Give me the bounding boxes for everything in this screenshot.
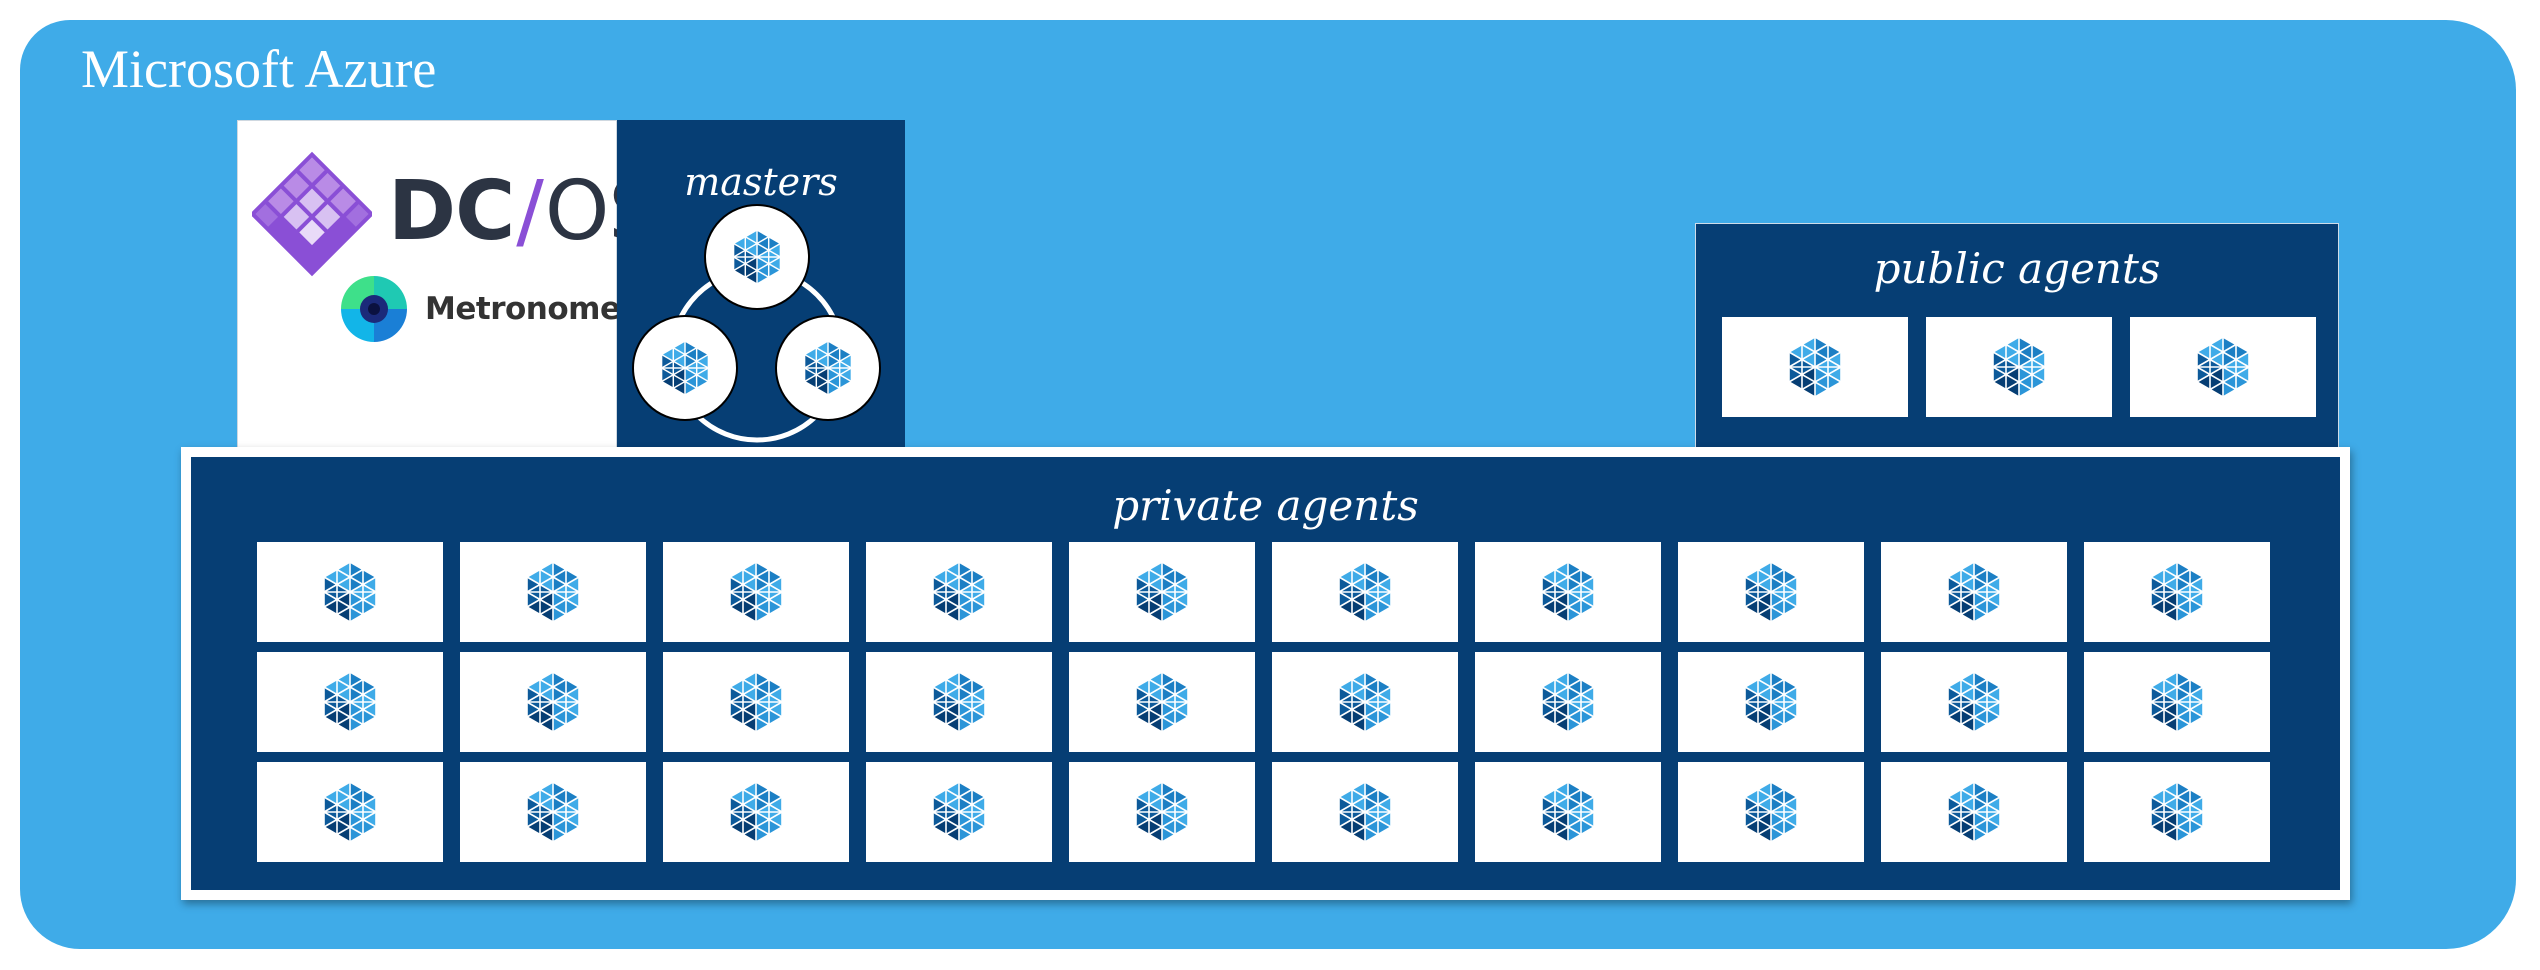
masters-ring (632, 204, 881, 443)
private-agent-node (257, 542, 443, 642)
mesos-node-icon (1541, 781, 1595, 843)
mesos-node-icon (1338, 561, 1392, 623)
private-agent-node (1475, 762, 1661, 862)
mesos-node-icon (526, 561, 580, 623)
mesos-node-icon (1135, 671, 1189, 733)
mesos-node-icon (1135, 781, 1189, 843)
private-agent-node (1881, 542, 2067, 642)
mesos-node-icon (2150, 561, 2204, 623)
private-agent-node (1678, 542, 1864, 642)
private-agents-panel: private agents (191, 457, 2340, 890)
mesos-node-icon (1744, 781, 1798, 843)
master-node (775, 315, 881, 421)
public-agent-node (1926, 317, 2112, 417)
mesos-node-icon (1992, 336, 2046, 398)
mesos-node-icon (1744, 671, 1798, 733)
private-agent-node (1272, 652, 1458, 752)
mesos-node-icon (2150, 781, 2204, 843)
mesos-node-icon (323, 671, 377, 733)
private-agent-node (1881, 652, 2067, 752)
master-node (704, 204, 810, 310)
mesos-node-icon (932, 671, 986, 733)
private-agent-node (1069, 542, 1255, 642)
private-agent-node (257, 652, 443, 752)
mesos-node-icon (932, 561, 986, 623)
mesos-node-icon (1135, 561, 1189, 623)
dcos-logo-icon (252, 151, 372, 277)
private-agent-node (2084, 652, 2270, 752)
mesos-node-icon (932, 781, 986, 843)
private-agent-node (1881, 762, 2067, 862)
private-agent-node (866, 762, 1052, 862)
private-agent-node (663, 542, 849, 642)
mesos-node-icon (729, 671, 783, 733)
private-agent-node (2084, 542, 2270, 642)
mesos-node-icon (1947, 671, 2001, 733)
mesos-node-icon (1338, 671, 1392, 733)
mesos-node-icon (1744, 561, 1798, 623)
private-agents-frame: private agents (181, 447, 2350, 900)
metronome-logo-text: Metronome (425, 291, 621, 327)
mesos-node-icon (323, 781, 377, 843)
private-agents-title: private agents (1112, 481, 1419, 530)
azure-title: Microsoft Azure (81, 39, 437, 99)
metronome-logo-icon (341, 276, 407, 342)
private-agents-grid (257, 542, 2270, 862)
masters-title: masters (684, 160, 838, 204)
private-agent-node (460, 542, 646, 642)
private-agent-node (2084, 762, 2270, 862)
masters-panel: masters (617, 120, 905, 450)
public-agent-node (2130, 317, 2316, 417)
private-agent-node (257, 762, 443, 862)
mesos-node-icon (2150, 671, 2204, 733)
private-agent-node (1069, 652, 1255, 752)
mesos-node-icon (1947, 561, 2001, 623)
mesos-node-icon (1541, 671, 1595, 733)
mesos-node-icon (2196, 336, 2250, 398)
private-agent-node (1678, 762, 1864, 862)
private-agent-node (460, 652, 646, 752)
mesos-node-icon (729, 781, 783, 843)
public-agents-panel: public agents (1695, 223, 2339, 450)
master-node (632, 315, 738, 421)
public-agent-node (1722, 317, 1908, 417)
private-agent-node (663, 762, 849, 862)
mesos-node-icon (1338, 781, 1392, 843)
mesos-node-icon (729, 561, 783, 623)
mesos-node-icon (1541, 561, 1595, 623)
mesos-node-icon (323, 561, 377, 623)
private-agent-node (1678, 652, 1864, 752)
private-agent-node (866, 542, 1052, 642)
logo-panel: DC/OS Metronome (237, 120, 660, 450)
private-agent-node (1475, 542, 1661, 642)
private-agent-node (460, 762, 646, 862)
private-agent-node (1272, 762, 1458, 862)
private-agent-node (866, 652, 1052, 752)
private-agent-node (1272, 542, 1458, 642)
private-agent-node (1069, 762, 1255, 862)
public-agents-row (1722, 317, 2316, 417)
private-agent-node (1475, 652, 1661, 752)
private-agent-node (663, 652, 849, 752)
mesos-node-icon (526, 671, 580, 733)
mesos-node-icon (1788, 336, 1842, 398)
public-agents-title: public agents (1873, 244, 2161, 293)
mesos-node-icon (1947, 781, 2001, 843)
mesos-node-icon (526, 781, 580, 843)
